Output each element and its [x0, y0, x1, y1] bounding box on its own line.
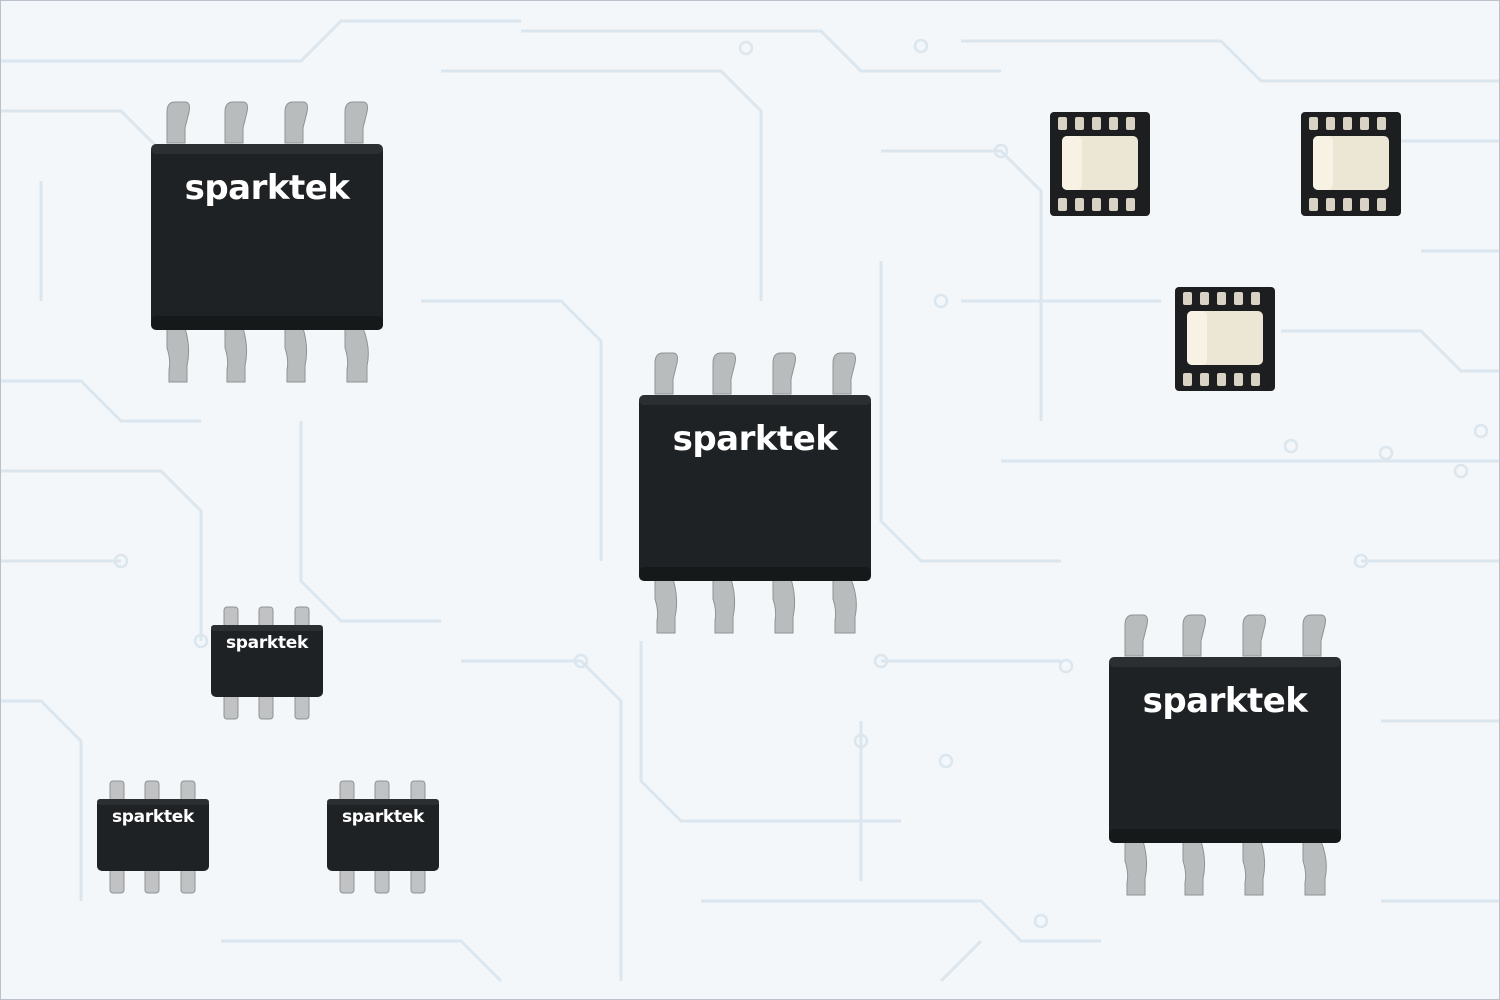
sot23-chip-middle: sparktek [209, 605, 325, 723]
dfn-package [1301, 112, 1401, 216]
brand-marking: sparktek [184, 168, 350, 208]
dfn-package [1175, 287, 1275, 391]
brand-marking: sparktek [111, 807, 194, 827]
sot23-chip-bottom-center: sparktek [325, 779, 441, 897]
brand-marking: sparktek [672, 419, 838, 459]
soic8-chip-top-left: sparktek [149, 98, 385, 388]
soic8-chip-center: sparktek [637, 349, 873, 639]
sot23-chip-bottom-left: sparktek [95, 779, 211, 897]
dfn-package [1050, 112, 1150, 216]
brand-marking: sparktek [341, 807, 424, 827]
soic8-package [639, 352, 871, 634]
sot23-package [211, 606, 323, 720]
brand-marking: sparktek [1142, 681, 1308, 721]
sot23-package [97, 780, 209, 894]
soic8-package [151, 101, 383, 383]
soic8-chip-bottom-right: sparktek [1107, 611, 1343, 901]
sot23-package [327, 780, 439, 894]
dfn-chip-top-right [1301, 112, 1401, 216]
dfn-chip-bottom [1175, 287, 1275, 391]
soic8-package [1109, 614, 1341, 896]
dfn-chip-top-left [1050, 112, 1150, 216]
brand-marking: sparktek [225, 633, 308, 653]
